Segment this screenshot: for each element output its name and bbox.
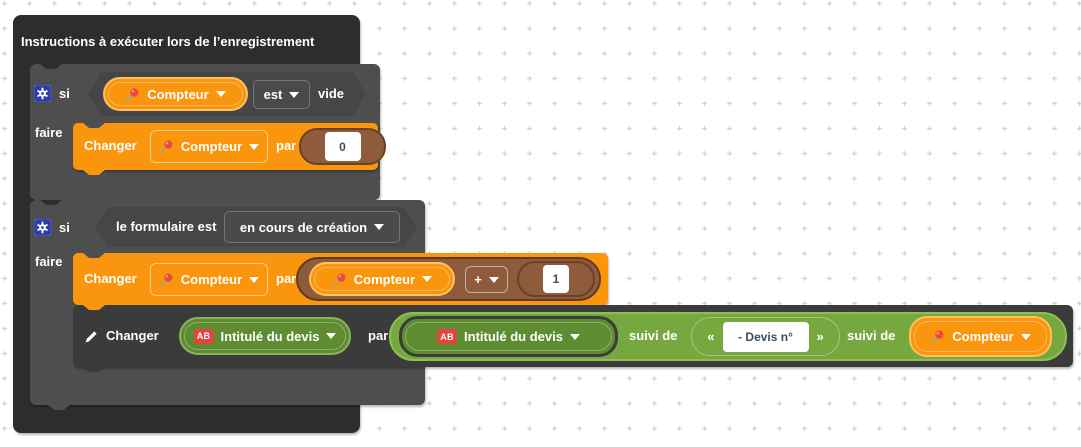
if-keyword: si (59, 220, 70, 235)
chevron-down-icon (374, 224, 385, 230)
pin-icon (930, 329, 945, 344)
gear-icon[interactable] (34, 85, 51, 102)
chevron-down-icon (488, 276, 499, 283)
variable-label: Compteur (353, 271, 416, 287)
variable-label: Intitulé du devis (464, 329, 563, 344)
variable-pill-compteur[interactable]: Compteur (309, 262, 455, 296)
concat-keyword: suivi de (847, 328, 896, 343)
text-type-icon: AB (193, 328, 214, 344)
number-shadow-block[interactable]: 1 (517, 261, 595, 297)
connector-tab (83, 367, 105, 372)
variable-pill-intitule[interactable]: AB Intitulé du devis (179, 317, 351, 355)
chevron-down-icon (422, 276, 433, 282)
do-keyword: faire (35, 125, 63, 140)
variable-dropdown-compteur[interactable]: Compteur (150, 130, 268, 163)
set-keyword: Changer (84, 271, 137, 286)
par-keyword: par (276, 271, 297, 286)
chevron-down-icon (289, 91, 300, 98)
chevron-down-icon (249, 143, 260, 150)
form-state-label: le formulaire est (116, 219, 217, 234)
chevron-down-icon (215, 91, 226, 97)
variable-dropdown-compteur[interactable]: Compteur (150, 263, 268, 296)
variable-label: Compteur (180, 139, 243, 154)
connector-notch (83, 123, 105, 128)
chevron-down-icon (326, 333, 337, 339)
container-title: Instructions à exécuter lors de l’enregi… (21, 34, 315, 49)
chevron-down-icon (569, 333, 580, 340)
math-operator-dropdown[interactable]: + (465, 266, 508, 293)
state-label: en cours de création (239, 219, 368, 235)
if-keyword: si (59, 86, 70, 101)
connector-tab (83, 170, 105, 175)
pin-icon (159, 272, 174, 287)
pencil-icon (84, 329, 99, 344)
number-input[interactable]: 0 (324, 132, 361, 161)
number-shadow-block[interactable]: 0 (299, 128, 386, 165)
gear-icon[interactable] (34, 219, 51, 236)
text-input[interactable]: - Devis n° (722, 321, 809, 352)
variable-label: Compteur (180, 272, 243, 287)
pin-icon (332, 272, 347, 287)
par-keyword: par (276, 138, 297, 153)
concat-keyword: suivi de (629, 328, 678, 343)
pin-icon (125, 87, 140, 102)
connector-tab (83, 305, 105, 310)
variable-label: Intitulé du devis (220, 328, 320, 344)
pin-icon (159, 139, 174, 154)
variable-pill-compteur[interactable]: Compteur (103, 77, 248, 111)
text-shadow-block[interactable]: « - Devis n° » (691, 317, 840, 356)
variable-pill-compteur[interactable]: Compteur (909, 316, 1052, 357)
do-keyword: faire (35, 254, 63, 269)
operator-label: est (263, 87, 283, 102)
close-quote: » (816, 329, 824, 344)
variable-label: Compteur (952, 329, 1014, 344)
open-quote: « (707, 329, 715, 344)
connector-notch (83, 253, 105, 258)
variable-label: Compteur (147, 86, 209, 102)
operator-label: + (474, 272, 482, 287)
connector-notch (40, 200, 62, 205)
number-input[interactable]: 1 (543, 265, 569, 293)
variable-pill-intitule[interactable]: AB Intitulé du devis (399, 316, 618, 357)
chevron-down-icon (1020, 333, 1031, 340)
form-state-dropdown[interactable]: en cours de création (224, 211, 400, 243)
operator-dropdown[interactable]: est (253, 80, 310, 109)
connector-tab (48, 405, 70, 410)
set-keyword: Changer (106, 328, 159, 343)
set-keyword: Changer (84, 138, 137, 153)
text-type-icon: AB (437, 329, 458, 344)
chevron-down-icon (249, 276, 260, 283)
operand-label: vide (318, 86, 345, 101)
connector-notch (40, 64, 62, 69)
par-keyword: par (368, 328, 389, 343)
